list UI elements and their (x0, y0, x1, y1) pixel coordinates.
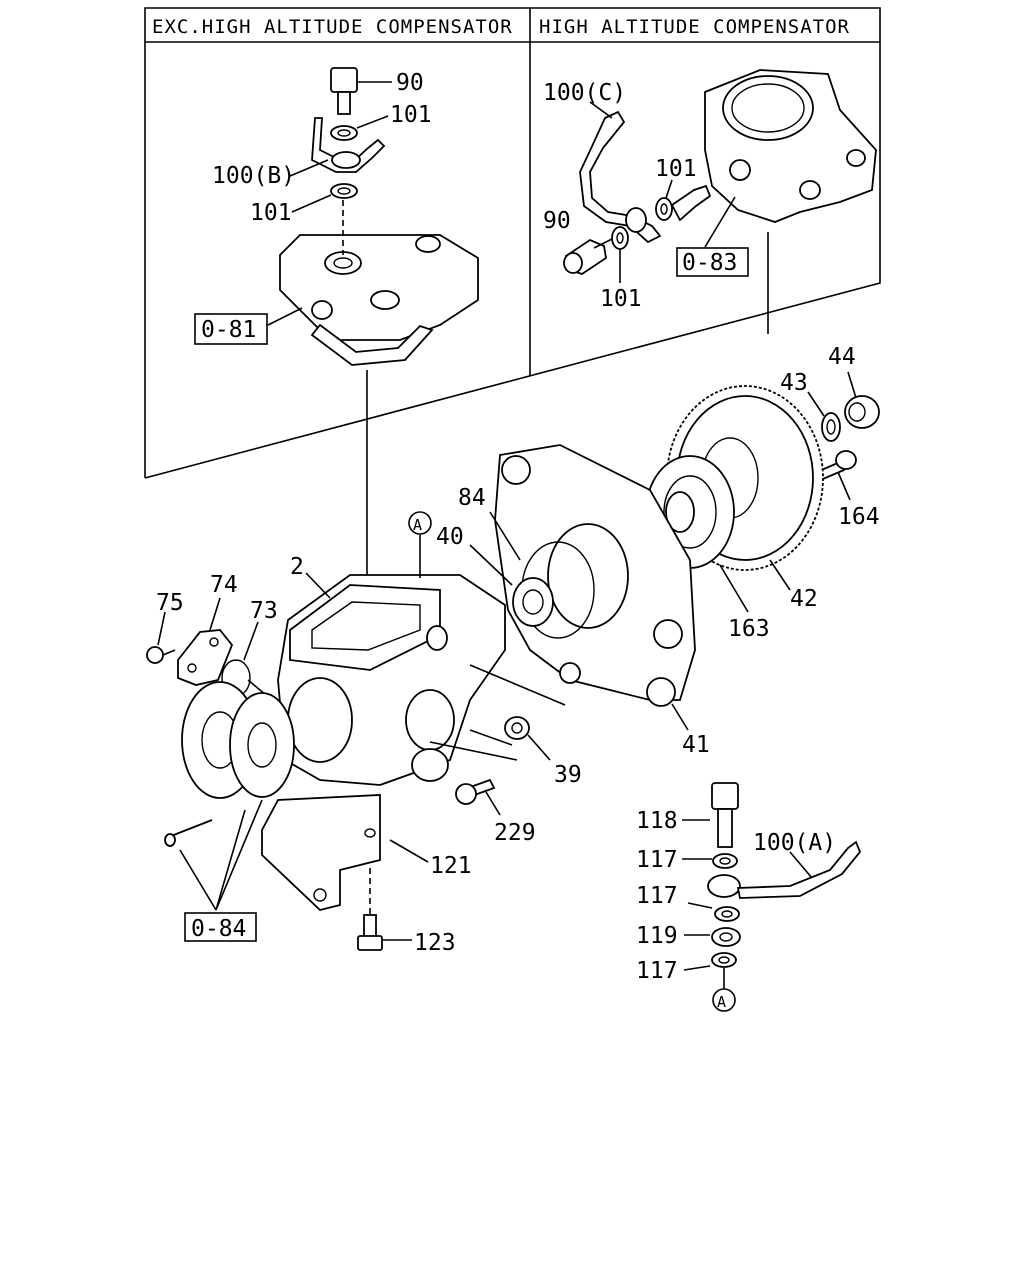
callout-100b: 100(B) (212, 163, 295, 189)
fuel-pipe-100b (289, 117, 386, 177)
bolt-229 (429, 741, 518, 816)
flange-0-84 (164, 681, 295, 847)
callout-42: 42 (790, 586, 818, 612)
washer-117-top (682, 853, 738, 869)
banjo-bolt-90-left (330, 67, 392, 115)
pump-housing-2 (277, 572, 506, 786)
washer-43 (807, 391, 841, 442)
spacer-119 (684, 927, 741, 947)
callout-101-right-upper: 101 (655, 156, 697, 182)
banjo-connector-right (625, 184, 712, 233)
compensator-housing-0-83 (704, 69, 877, 248)
callout-84: 84 (458, 485, 486, 511)
callout-163: 163 (728, 616, 770, 642)
governor-cover-0-81 (267, 200, 479, 366)
ref-box-0-81 (194, 313, 268, 345)
washer-101-upper-left (330, 115, 389, 141)
fuel-pipe-100c (579, 101, 662, 244)
callout-40: 40 (436, 524, 464, 550)
washer-117-middle (687, 902, 740, 922)
callout-a-top: A (413, 516, 422, 534)
callout-118: 118 (636, 808, 678, 834)
callout-ref-0-81: 0-81 (201, 317, 256, 343)
callout-90-left: 90 (396, 70, 424, 96)
banjo-bolt-90-right (563, 235, 619, 275)
callout-ref-0-83: 0-83 (682, 250, 737, 276)
callout-117-bottom: 117 (636, 958, 678, 984)
bearing-40 (469, 544, 554, 627)
callout-101-lower-left: 101 (250, 200, 292, 226)
callout-117-top: 117 (636, 847, 678, 873)
callout-117-middle: 117 (636, 883, 678, 909)
washer-117-bottom (683, 952, 737, 990)
bracket-121 (261, 794, 429, 911)
callout-43: 43 (780, 370, 808, 396)
left-panel-title: EXC.HIGH ALTITUDE COMPENSATOR (152, 16, 513, 38)
circle-a-marker-bottom (712, 988, 736, 1012)
cover-plate-74 (177, 597, 234, 686)
callout-41: 41 (682, 732, 710, 758)
callout-101-right-lower: 101 (600, 286, 642, 312)
fuel-pipe-100a (707, 840, 862, 899)
ref-box-0-83 (676, 247, 749, 277)
callout-2: 2 (290, 554, 304, 580)
callout-164: 164 (838, 504, 880, 530)
callout-a-bottom: A (717, 993, 726, 1011)
bracket-plate-41 (494, 444, 696, 731)
nut-39 (469, 664, 566, 761)
callout-39: 39 (554, 762, 582, 788)
callout-73: 73 (250, 598, 278, 624)
washer-101-lower-left (291, 183, 358, 213)
callout-44: 44 (828, 344, 856, 370)
leader-0-84 (179, 799, 263, 911)
callout-123: 123 (414, 930, 456, 956)
callout-ref-0-84: 0-84 (191, 916, 246, 942)
callout-101-upper-left: 101 (390, 102, 432, 128)
callout-100a: 100(A) (753, 830, 836, 856)
callout-90-right: 90 (543, 208, 571, 234)
circle-a-marker-top (408, 511, 432, 535)
callout-119: 119 (636, 923, 678, 949)
callout-229: 229 (494, 820, 536, 846)
banjo-bolt-118 (682, 782, 739, 848)
bolt-123 (357, 868, 412, 951)
callout-100c: 100(C) (543, 80, 626, 106)
ref-box-0-84 (184, 912, 257, 942)
callout-74: 74 (210, 572, 238, 598)
washer-101-right-lower (611, 226, 629, 283)
screw-75 (146, 611, 176, 664)
callout-75: 75 (156, 590, 184, 616)
compensator-panel-frame (144, 7, 881, 479)
nut-44 (844, 371, 880, 429)
washer-101-right-upper (655, 179, 673, 221)
right-panel-title: HIGH ALTITUDE COMPENSATOR (539, 16, 850, 38)
callout-121: 121 (430, 853, 472, 879)
